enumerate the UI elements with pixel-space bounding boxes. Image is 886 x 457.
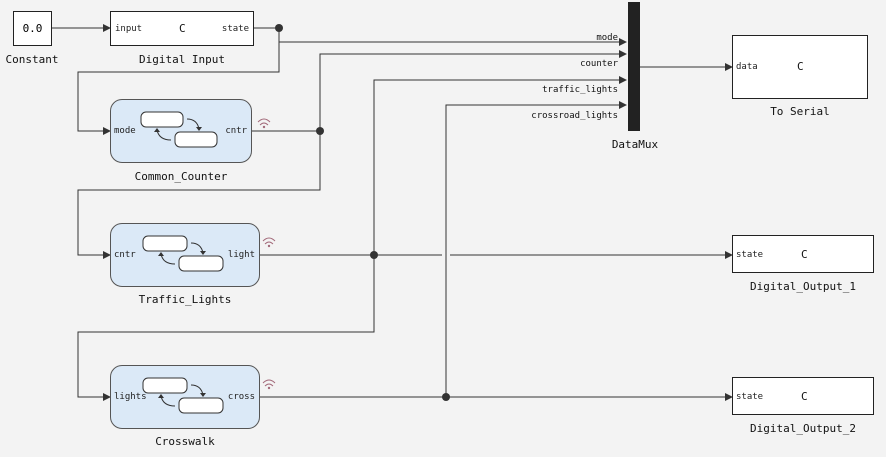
to-serial-label: To Serial	[770, 105, 830, 118]
branch-point	[316, 127, 324, 135]
branch-point	[442, 393, 450, 401]
digital-output-2-block[interactable]: state C	[732, 377, 874, 415]
wire-light-to-mux	[373, 76, 627, 255]
to-serial-code: C	[797, 60, 804, 73]
wire-light-to-crosswalk	[77, 255, 375, 401]
branch-point	[275, 24, 283, 32]
mux-input-label: counter	[580, 59, 618, 69]
stateflow-icon	[140, 111, 218, 148]
stateflow-icon	[142, 377, 224, 414]
traffic-lights-label: Traffic_Lights	[138, 293, 232, 306]
wire-cross-to-mux	[445, 101, 627, 397]
digital-output-2-in-port: state	[736, 392, 764, 402]
traffic-lights-in-port: cntr	[114, 250, 136, 260]
digital-input-code: C	[179, 22, 186, 35]
wifi-icon	[262, 379, 276, 387]
wire-state-to-mux-mode	[254, 27, 627, 46]
wifi-icon	[257, 118, 271, 126]
digital-output-2-code: C	[801, 390, 808, 403]
wire-cntr-to-traffic	[77, 131, 321, 259]
wifi-icon	[262, 237, 276, 245]
constant-block[interactable]: 0.0	[13, 11, 52, 46]
to-serial-in-port: data	[736, 62, 758, 72]
mux-input-label: traffic_lights	[542, 85, 618, 95]
traffic-lights-chart[interactable]: cntr light	[110, 223, 260, 287]
constant-value: 0.0	[22, 22, 43, 35]
stateflow-icon	[142, 235, 224, 272]
constant-label: Constant	[5, 53, 59, 66]
digital-input-in-port: input	[115, 24, 143, 34]
crosswalk-out-port: cross	[227, 392, 255, 402]
digital-input-block[interactable]: input C state	[110, 11, 254, 46]
to-serial-block[interactable]: data C	[732, 35, 868, 99]
digital-input-label: Digital Input	[138, 53, 226, 66]
crosswalk-label: Crosswalk	[155, 435, 215, 448]
datamux-bar	[628, 2, 640, 131]
mux-input-label: crossroad_lights	[531, 111, 618, 121]
digital-output-1-label: Digital_Output_1	[750, 280, 856, 293]
datamux-label: DataMux	[611, 138, 659, 151]
common-counter-out-port: cntr	[225, 126, 247, 136]
digital-input-out-port: state	[221, 24, 249, 34]
digital-output-2-label: Digital_Output_2	[750, 422, 856, 435]
mux-input-label: mode	[596, 33, 618, 43]
digital-output-1-in-port: state	[736, 250, 764, 260]
common-counter-label: Common_Counter	[134, 170, 228, 183]
traffic-lights-out-port: light	[227, 250, 255, 260]
crosswalk-in-port: lights	[114, 392, 147, 402]
digital-output-1-block[interactable]: state C	[732, 235, 874, 273]
wire-state-to-counter	[77, 28, 280, 135]
branch-point	[370, 251, 378, 259]
crosswalk-chart[interactable]: lights cross	[110, 365, 260, 429]
wifi-icon	[267, 244, 271, 248]
wifi-icon	[262, 125, 266, 129]
common-counter-chart[interactable]: mode cntr	[110, 99, 252, 163]
wifi-icon	[267, 386, 271, 390]
common-counter-in-port: mode	[114, 126, 136, 136]
digital-output-1-code: C	[801, 248, 808, 261]
wire-cntr-to-mux	[252, 50, 627, 132]
